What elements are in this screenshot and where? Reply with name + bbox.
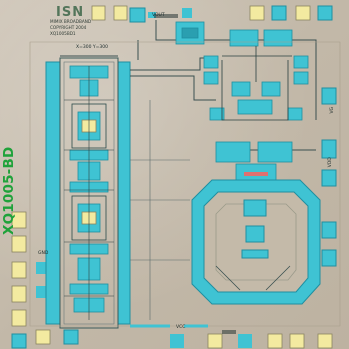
pad-label-vg: VG — [330, 106, 336, 114]
copyright-line-3: XQ1005BD1 — [50, 31, 76, 36]
dimension-label: X=300 Y=300 — [76, 45, 108, 50]
pad-label-vout: VOUT — [152, 13, 165, 18]
bottom-bond-pads — [35, 329, 333, 349]
right-bond-pads — [321, 87, 337, 267]
pad-label-gnd: GND — [38, 251, 49, 256]
bottom-right-loop — [191, 179, 321, 305]
right-mid-circuitry — [215, 141, 293, 183]
copyright-line-1: MIMIX BROADBAND — [50, 19, 92, 24]
top-bond-pads — [91, 5, 333, 23]
pad-label-vcc: VCC — [176, 325, 186, 330]
pad-label-vdd: VDD — [327, 157, 333, 168]
left-bond-pads — [11, 211, 46, 349]
copyright-line-2: COPYRIGHT 2004 — [50, 25, 87, 30]
manufacturer-logo: ISN — [56, 5, 85, 20]
part-number-label: XQ1005-BD — [1, 146, 17, 235]
left-amplifier-column — [45, 57, 131, 329]
top-center-transistor-blocks — [175, 21, 309, 121]
